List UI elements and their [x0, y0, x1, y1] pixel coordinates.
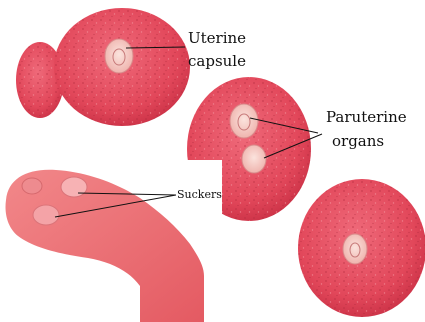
label-organs: organs: [332, 132, 384, 150]
proglottid-bottom-right: [298, 179, 425, 317]
sucker-3: [22, 178, 42, 194]
sucker-2: [33, 205, 59, 225]
sucker-1: [61, 177, 87, 197]
proglottid-top: [54, 8, 190, 126]
label-uterine: Uterine: [188, 29, 246, 47]
paruterine-organ-1: [230, 104, 258, 138]
uterine-capsule-organ: [105, 39, 133, 73]
label-capsule: capsule: [188, 52, 246, 70]
paruterine-organ-2: [242, 145, 266, 173]
label-paruterine: Paruterine: [326, 108, 407, 126]
label-suckers: Suckers: [177, 188, 222, 201]
organ-bottom: [343, 234, 367, 264]
